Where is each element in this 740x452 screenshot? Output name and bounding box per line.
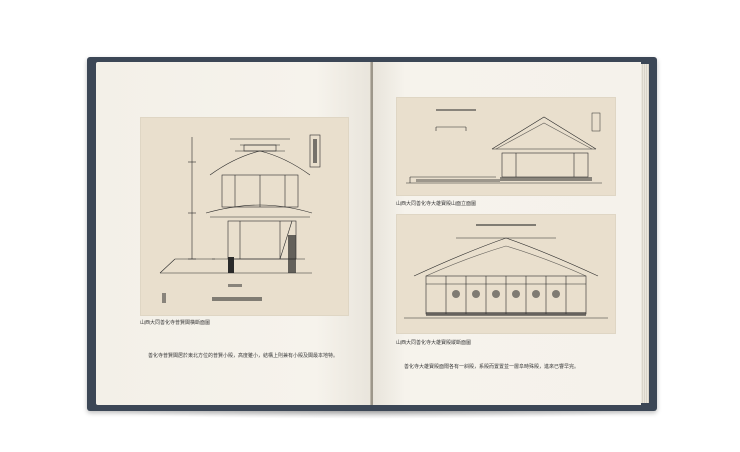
- right-bottom-plate-drawing: [396, 214, 616, 334]
- page-edges: [641, 64, 649, 403]
- book-gutter: [370, 62, 374, 405]
- left-body-text: 善化寺普賢閣居於東北方位的普賢小殿，高度雖小，結構上則兼有小殿及閣最本地特。: [148, 353, 339, 359]
- hall-elevation-drawing: [406, 109, 602, 184]
- left-plate-drawing: [140, 117, 349, 316]
- hall-longitudinal-section-drawing: [404, 224, 608, 319]
- right-top-plate-drawing: [396, 97, 616, 196]
- right-bottom-plate-caption: 山西大同善化寺大雄寶殿縱斷面圖: [396, 340, 472, 346]
- pavilion-cross-section-drawing: [159, 134, 321, 303]
- left-plate-caption: 山西大同善化寺普賢閣橫斷面圖: [140, 320, 211, 326]
- right-top-plate-caption: 山西大同善化寺大雄寶殿山面立面圖: [396, 201, 477, 207]
- right-body-text: 善化寺大雄寶殿面闊各有一斜殿，系殿而置置並一層阜時殊殿，進來已響早完。: [404, 364, 580, 370]
